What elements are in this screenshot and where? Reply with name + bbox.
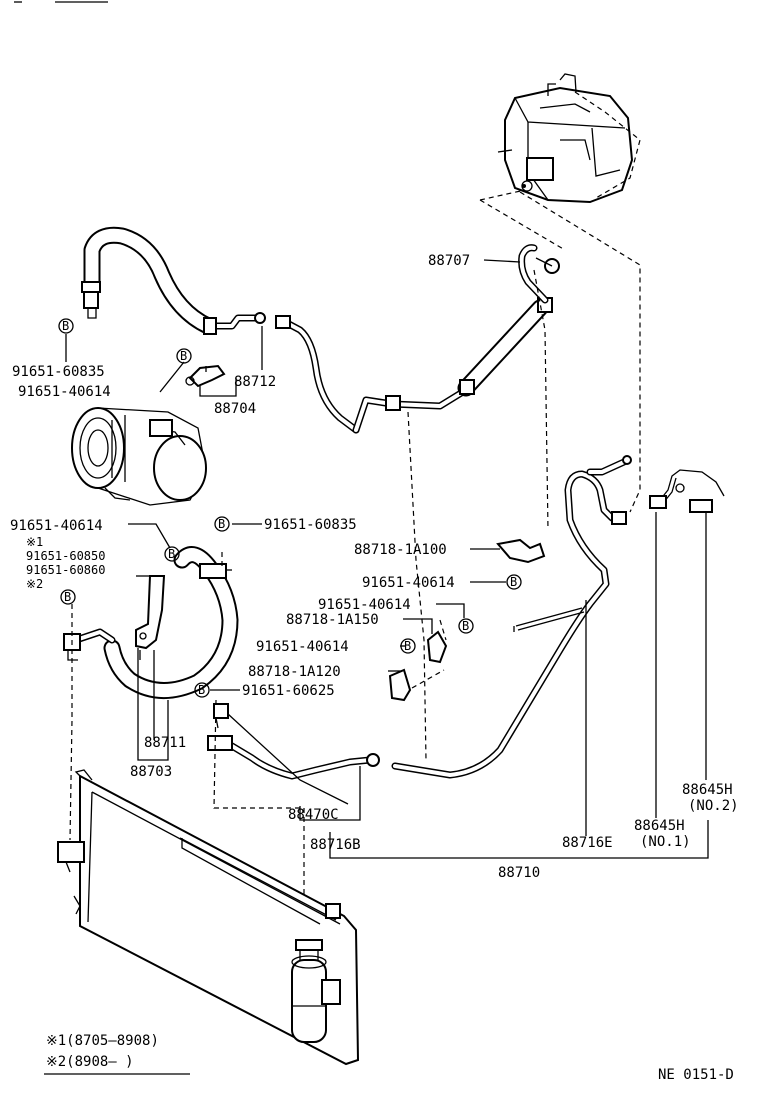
bracket-88711-drawing <box>135 575 166 660</box>
label-88718-1A120: 88718-1A120 <box>248 664 341 680</box>
bolt-marker: B <box>60 589 76 605</box>
bolt-marker: B <box>506 574 522 590</box>
label-no1: (NO.1) <box>640 834 691 850</box>
label-91651-40614-r3: 91651-40614 <box>256 639 349 655</box>
label-91651-60835-mid: 91651-60835 <box>264 517 357 533</box>
part-labels: 88707 91651-60835 91651-40614 88712 8870… <box>10 253 739 881</box>
svg-text:B: B <box>462 619 469 633</box>
footnote-1: ※1(8705–8908) <box>46 1033 159 1049</box>
bolt-marker: B <box>164 546 180 562</box>
receiver-drier-drawing <box>291 939 341 1043</box>
leader-lines <box>65 259 709 859</box>
dashed-links-middle <box>69 269 549 948</box>
label-no2: (NO.2) <box>688 798 739 814</box>
bolt-marker: B <box>194 682 210 698</box>
thin-tube-drawing <box>513 607 585 632</box>
evaporator-unit-drawing <box>497 73 634 204</box>
diagram-code: NE 0151-D <box>658 1067 734 1083</box>
pressure-switch-88645h-drawing <box>649 469 725 513</box>
label-91651-40614-r2: 91651-40614 <box>318 597 411 613</box>
discharge-hose-88703 <box>63 546 239 699</box>
bracket-88704-drawing <box>185 364 226 388</box>
svg-text:B: B <box>64 590 71 604</box>
label-88703: 88703 <box>130 764 172 780</box>
pipe-88716e <box>391 455 632 779</box>
svg-text:B: B <box>510 575 517 589</box>
bolt-marker: B <box>400 638 416 654</box>
svg-text:B: B <box>218 517 225 531</box>
label-88707: 88707 <box>428 253 470 269</box>
label-91651-60860: 91651-60860 <box>26 563 105 577</box>
label-88470C: 88470C <box>288 807 339 823</box>
bolt-markers: B B B B B B B B B <box>58 318 522 698</box>
pipe-88716b <box>207 735 380 780</box>
suction-hose-88704 <box>81 226 266 335</box>
compressor-drawing <box>71 407 207 506</box>
svg-text:B: B <box>180 349 187 363</box>
bolt-marker: B <box>458 618 474 634</box>
label-91651-40614-left: 91651-40614 <box>10 518 103 534</box>
bolt-marker: B <box>214 516 230 532</box>
label-88704: 88704 <box>214 401 256 417</box>
label-91651-40614-r1: 91651-40614 <box>362 575 455 591</box>
label-91651-60835-top: 91651-60835 <box>12 364 105 380</box>
label-note-mark-2: ※2 <box>26 577 43 591</box>
label-88645H-1: 88645H <box>634 818 685 834</box>
footnote-2: ※2(8908– ) <box>46 1054 134 1070</box>
suction-pipe-88707 <box>275 244 560 434</box>
svg-text:B: B <box>168 547 175 561</box>
label-91651-60850: 91651-60850 <box>26 549 105 563</box>
svg-text:B: B <box>404 639 411 653</box>
label-88645H-2: 88645H <box>682 782 733 798</box>
label-note-mark-1: ※1 <box>26 535 43 549</box>
label-88712: 88712 <box>234 374 276 390</box>
label-91651-60625: 91651-60625 <box>242 683 335 699</box>
fitting-91651-60625-drawing <box>213 703 229 729</box>
svg-text:B: B <box>198 683 205 697</box>
label-88711: 88711 <box>144 735 186 751</box>
label-88718-1A100: 88718-1A100 <box>354 542 447 558</box>
label-88716B: 88716B <box>310 837 361 853</box>
label-88716E: 88716E <box>562 835 613 851</box>
footnotes: ※1(8705–8908) ※2(8908– ) <box>44 1033 190 1075</box>
label-88718-1A150: 88718-1A150 <box>286 612 379 628</box>
label-88710: 88710 <box>498 865 540 881</box>
bolt-marker: B <box>58 318 74 334</box>
bolt-marker: B <box>176 348 192 364</box>
svg-text:B: B <box>62 319 69 333</box>
label-91651-40614-top: 91651-40614 <box>18 384 111 400</box>
evaporator-dashed-links <box>479 91 641 513</box>
condenser-drawing <box>57 769 360 1066</box>
